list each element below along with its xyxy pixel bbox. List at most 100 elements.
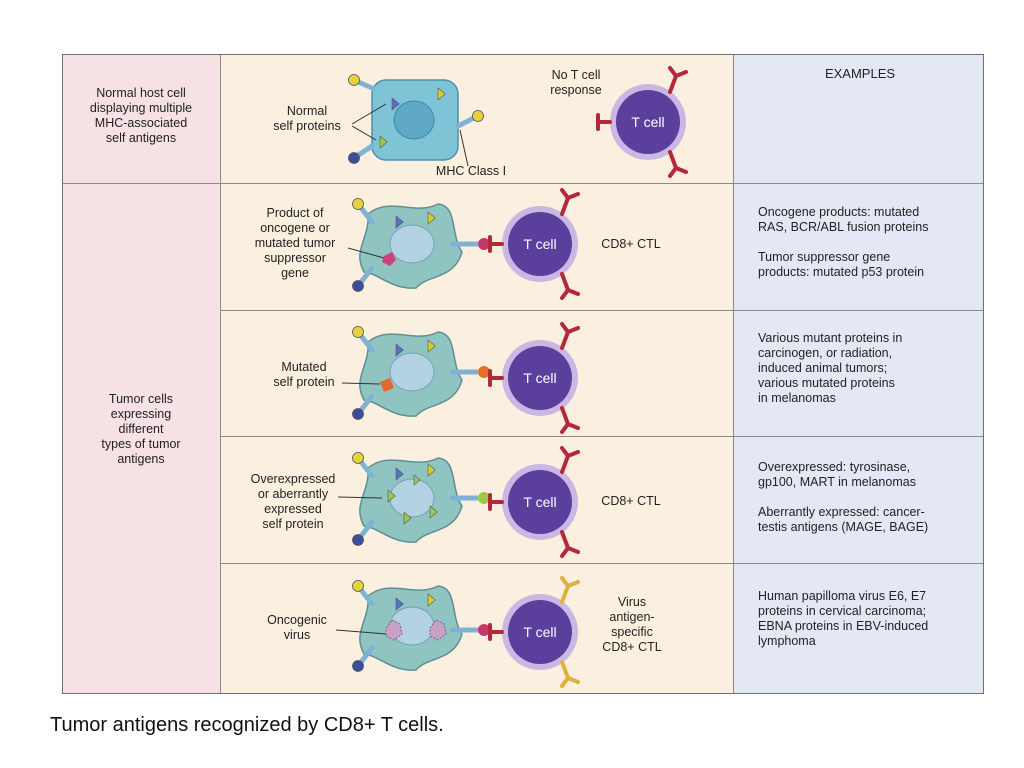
t-cell-receptor bbox=[566, 450, 580, 458]
leader-line bbox=[337, 496, 383, 499]
t-cell-receptor bbox=[566, 422, 580, 430]
antigen-triangle bbox=[395, 467, 404, 481]
tumor-antigen bbox=[478, 238, 490, 250]
antigen-triangle bbox=[387, 489, 396, 503]
row-divider bbox=[63, 183, 983, 184]
row-divider bbox=[221, 310, 983, 311]
mutant-antigen bbox=[380, 378, 394, 392]
peptide-ball bbox=[352, 326, 364, 338]
tumor-antigen bbox=[478, 366, 490, 378]
peptide-ball bbox=[472, 110, 484, 122]
t-cell-label: T cell bbox=[523, 624, 556, 640]
t-cell-receptor bbox=[674, 166, 688, 174]
t-cell-receptor bbox=[566, 580, 580, 588]
peptide-ball bbox=[352, 280, 364, 292]
t-cell-receptor bbox=[566, 676, 580, 684]
t-cell-label: T cell bbox=[523, 236, 556, 252]
t-cell-label: T cell bbox=[523, 370, 556, 386]
antigen-triangle bbox=[427, 211, 436, 225]
row4-examples: Overexpressed: tyrosinase,gp100, MART in… bbox=[758, 460, 929, 534]
peptide-ball bbox=[352, 580, 364, 592]
antigen-triangle bbox=[395, 215, 404, 229]
figure-caption: Tumor antigens recognized by CD8+ T cell… bbox=[50, 714, 444, 736]
t-cell-core bbox=[508, 470, 572, 534]
t-cell-core bbox=[616, 90, 680, 154]
antigen-triangle bbox=[429, 505, 438, 519]
t-cell-receptor bbox=[566, 192, 580, 200]
leader-line bbox=[459, 129, 469, 167]
tumor-antigen bbox=[478, 624, 490, 636]
peptide-ball bbox=[352, 452, 364, 464]
t-cell-receptor bbox=[566, 288, 580, 296]
row-divider bbox=[221, 563, 983, 564]
t-cell-receptor bbox=[674, 70, 688, 78]
antigen-triangle bbox=[413, 474, 421, 486]
nucleus bbox=[389, 352, 435, 392]
t-cell-receptor bbox=[560, 272, 570, 292]
peptide-ball bbox=[352, 534, 364, 546]
t-cell-core bbox=[508, 600, 572, 664]
t-cell-receptor bbox=[668, 74, 678, 94]
leader-line bbox=[335, 629, 387, 635]
figure-table bbox=[62, 54, 984, 694]
mutant-antigen bbox=[382, 252, 396, 266]
examples-header: EXAMPLES bbox=[824, 66, 896, 81]
peptide-ball bbox=[348, 152, 360, 164]
row-divider bbox=[221, 436, 983, 437]
antigen-triangle bbox=[391, 97, 400, 111]
nucleus bbox=[389, 224, 435, 264]
peptide-ball bbox=[352, 660, 364, 672]
leader-line bbox=[351, 125, 377, 141]
t-cell-core bbox=[508, 346, 572, 410]
t-cell-receptor bbox=[560, 196, 570, 216]
t-cell-core bbox=[508, 212, 572, 276]
antigen-triangle bbox=[437, 87, 446, 101]
t-cell-receptor bbox=[668, 150, 678, 170]
t-cell-label: T cell bbox=[631, 114, 664, 130]
t-cell-receptor bbox=[566, 326, 580, 334]
mhc-class-i-label: MHC Class I bbox=[435, 164, 507, 178]
t-cell-receptor bbox=[560, 454, 570, 474]
antigen-triangle bbox=[395, 343, 404, 357]
leader-line bbox=[347, 247, 385, 259]
antigen-triangle bbox=[427, 593, 436, 607]
t-cell-receptor bbox=[566, 546, 580, 554]
tumor-antigen bbox=[478, 492, 490, 504]
cd8-ctl-label: CD8+ CTL bbox=[601, 237, 661, 251]
antigen-triangle bbox=[427, 339, 436, 353]
t-cell-receptor bbox=[560, 530, 570, 550]
nucleus bbox=[393, 100, 435, 140]
antigen-triangle bbox=[395, 597, 404, 611]
antigen-triangle bbox=[427, 463, 436, 477]
t-cell-receptor bbox=[560, 406, 570, 426]
virus-particle bbox=[429, 619, 447, 641]
leader-line bbox=[341, 382, 381, 385]
t-cell-receptor bbox=[560, 330, 570, 350]
leader-line bbox=[351, 103, 387, 125]
nucleus bbox=[389, 478, 435, 518]
examples-column bbox=[733, 55, 983, 693]
t-cell-label: T cell bbox=[523, 494, 556, 510]
cd8-ctl-label: CD8+ CTL bbox=[601, 494, 661, 508]
t-cell-receptor bbox=[560, 660, 570, 680]
antigen-triangle bbox=[379, 135, 388, 149]
t-cell-receptor bbox=[560, 584, 570, 604]
peptide-ball bbox=[348, 74, 360, 86]
left-label-column bbox=[63, 55, 221, 693]
antigen-triangle bbox=[403, 511, 412, 525]
peptide-ball bbox=[352, 198, 364, 210]
peptide-ball bbox=[352, 408, 364, 420]
